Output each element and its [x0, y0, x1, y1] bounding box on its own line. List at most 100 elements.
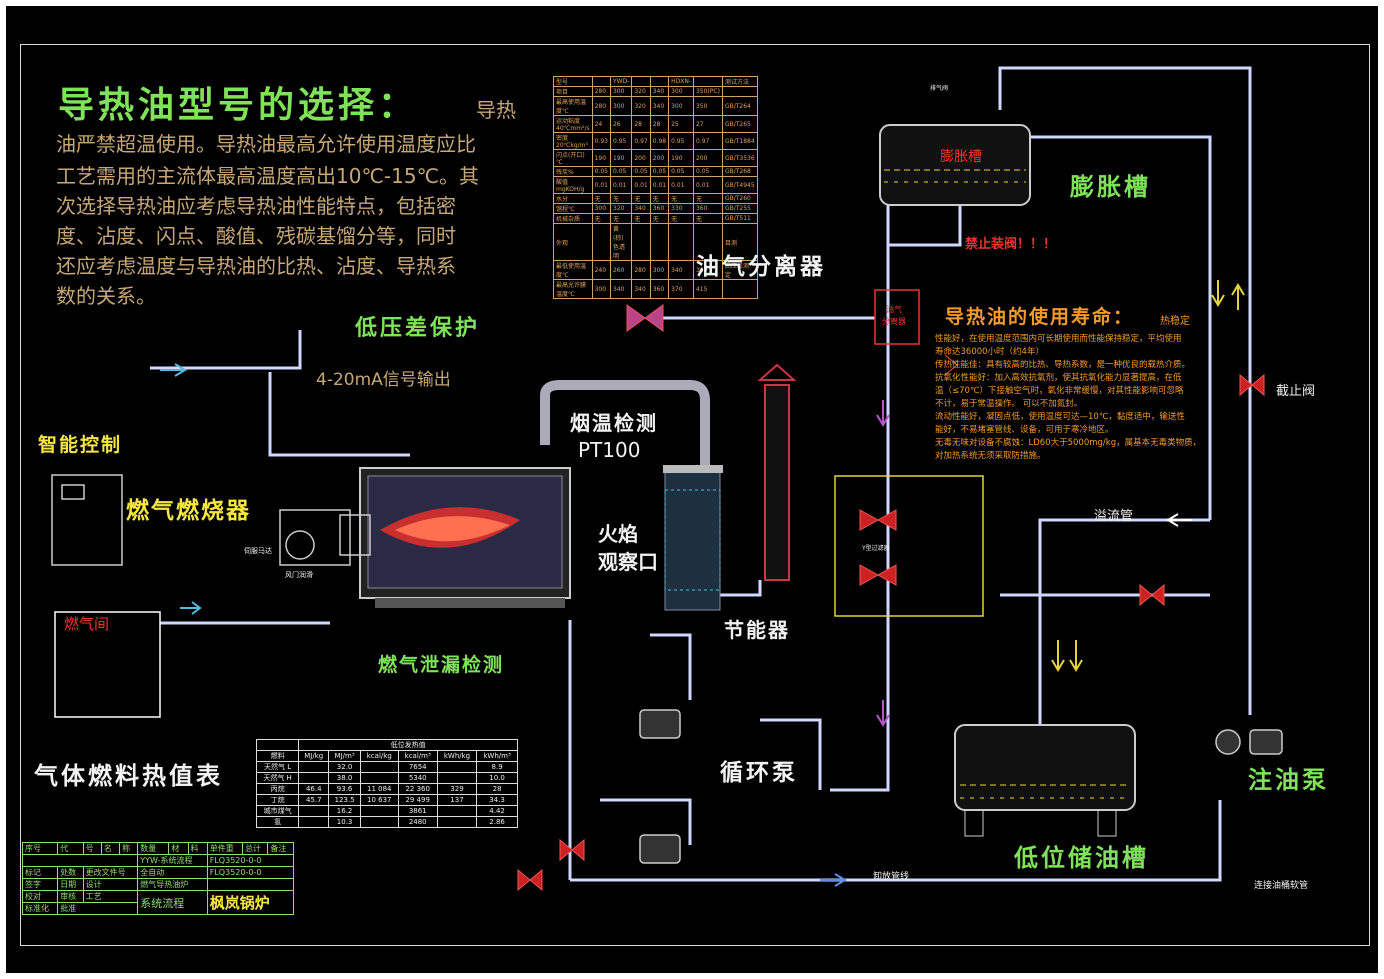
- props-cell: 无: [591, 213, 611, 224]
- props-cell: 27: [692, 115, 723, 133]
- heat-cell: 329: [436, 783, 478, 795]
- label-burner: 燃气燃烧器: [126, 498, 251, 524]
- props-cell: 24: [591, 115, 611, 133]
- props-cell: 无: [668, 213, 694, 224]
- life-notes: 性能好，在使用温度范围内可长期使用而性能保持稳定，平均使用寿命达36000小时（…: [935, 333, 1201, 463]
- props-cell: 240: [591, 260, 611, 280]
- heat-header-cell: MJ/kg: [298, 750, 330, 762]
- tb-head-3: 名: [100, 842, 121, 855]
- props-cell: 200: [692, 149, 723, 167]
- props-cell: 0.05: [631, 166, 651, 177]
- control-cabinet-graphic: [51, 474, 123, 566]
- tb-side-5: 设计: [82, 878, 139, 891]
- props-cell: 无: [631, 213, 651, 224]
- props-cell: 300: [649, 260, 670, 280]
- tb-head-9: 总计: [241, 842, 269, 855]
- heat-cell: 29 499: [397, 794, 438, 806]
- tb-side-a: [21, 854, 139, 867]
- heat-cell: 7654: [397, 761, 438, 773]
- life-line: 不计，易于常温操作。 可以不加氮封。: [935, 399, 1083, 409]
- props-cell: 330: [668, 203, 694, 214]
- props-cell: GB/T268: [721, 166, 758, 177]
- props-cell: 340: [668, 260, 694, 280]
- label-low-pressure: 低压差保护: [355, 316, 481, 341]
- tb-head-4: 称: [119, 842, 139, 855]
- label-flame-window-2: 观察口: [598, 550, 658, 574]
- tb-head-0: 序号: [21, 842, 59, 855]
- heat-cell: [298, 772, 330, 784]
- heat-cell: 3861: [397, 805, 438, 817]
- heat-header-cell: 燃料: [255, 750, 300, 762]
- props-cell: [668, 223, 694, 261]
- props-cell: 280: [631, 260, 651, 280]
- props-cell: 测试方法: [721, 76, 758, 87]
- heat-cell: [298, 805, 330, 817]
- heat-cell: [298, 816, 330, 828]
- heat-header-cell: kcal/kg: [359, 750, 399, 762]
- props-cell: 350(PC): [692, 86, 723, 97]
- tb-head-10: 备注: [267, 842, 294, 855]
- heat-cell: [359, 761, 399, 773]
- props-cell: 0.05: [609, 166, 633, 177]
- heat-group-row: 低位发热值: [255, 739, 518, 751]
- props-cell: 项目: [553, 86, 593, 97]
- heat-cell: [436, 772, 478, 784]
- props-cell: 黄(棕)色透明: [609, 223, 633, 261]
- heat-cell: 天然气 L: [255, 761, 300, 773]
- props-cell: 运动粘度40℃mm²/s: [553, 115, 593, 133]
- boiler-body: [359, 467, 571, 608]
- props-cell: 馏程℃: [553, 203, 593, 214]
- label-flame-window-1: 火焰: [598, 522, 638, 546]
- props-cell: 0.95: [609, 132, 633, 150]
- tb-head-1: 代: [57, 842, 84, 855]
- drawing-frame: [20, 44, 1370, 946]
- expansion-tank-graphic: [879, 124, 1031, 206]
- heat-cell: 10.3: [328, 816, 361, 828]
- label-smart-control: 智能控制: [38, 434, 123, 456]
- props-cell: 0.01: [591, 176, 611, 194]
- life-line: 对加热系统无须采取防措施。: [935, 451, 1046, 461]
- heading-line-5: 还应考虑温度与导热油的比热、沾度、导热系: [56, 254, 456, 278]
- props-cell: 无: [649, 193, 670, 204]
- props-cell: [721, 86, 758, 97]
- props-cell: 无: [591, 193, 611, 204]
- pipe-econ: [705, 580, 762, 597]
- props-cell: 360: [649, 203, 670, 214]
- y-filter-frame: [834, 475, 984, 617]
- tb-blank-a: [206, 878, 295, 891]
- props-cell: [692, 76, 723, 87]
- props-cell: 残炭%: [553, 166, 593, 177]
- heat-cell: 2.86: [476, 816, 518, 828]
- label-drain-pipe: 卸放管线: [873, 872, 910, 882]
- tb-side-3: 签字: [21, 878, 59, 891]
- props-cell: 0.93: [591, 132, 611, 150]
- props-cell: 无: [609, 213, 633, 224]
- heading-lead: 导热: [476, 98, 516, 122]
- label-y-filter: Y型过滤器: [862, 545, 890, 552]
- heat-cell: [255, 739, 300, 751]
- props-cell: 320: [609, 203, 633, 214]
- props-cell: 320: [631, 96, 651, 116]
- props-cell: 0.05: [692, 166, 723, 177]
- gas-room-frame: [54, 611, 161, 718]
- heat-cell: 22 360: [397, 783, 438, 795]
- props-cell: 最高使用温度℃: [553, 96, 593, 116]
- label-economizer: 节能器: [724, 618, 790, 642]
- label-exhaust-valve: 排气阀: [930, 85, 949, 92]
- props-cell: 25: [668, 115, 694, 133]
- heat-cell: 10 637: [359, 794, 399, 806]
- heat-cell: 4.42: [476, 805, 518, 817]
- props-cell: 0.97: [631, 132, 651, 150]
- props-cell: 300: [668, 86, 694, 97]
- label-circ-pump: 循环泵: [720, 760, 798, 786]
- props-cell: 300: [609, 86, 633, 97]
- props-cell: 型号: [553, 76, 593, 87]
